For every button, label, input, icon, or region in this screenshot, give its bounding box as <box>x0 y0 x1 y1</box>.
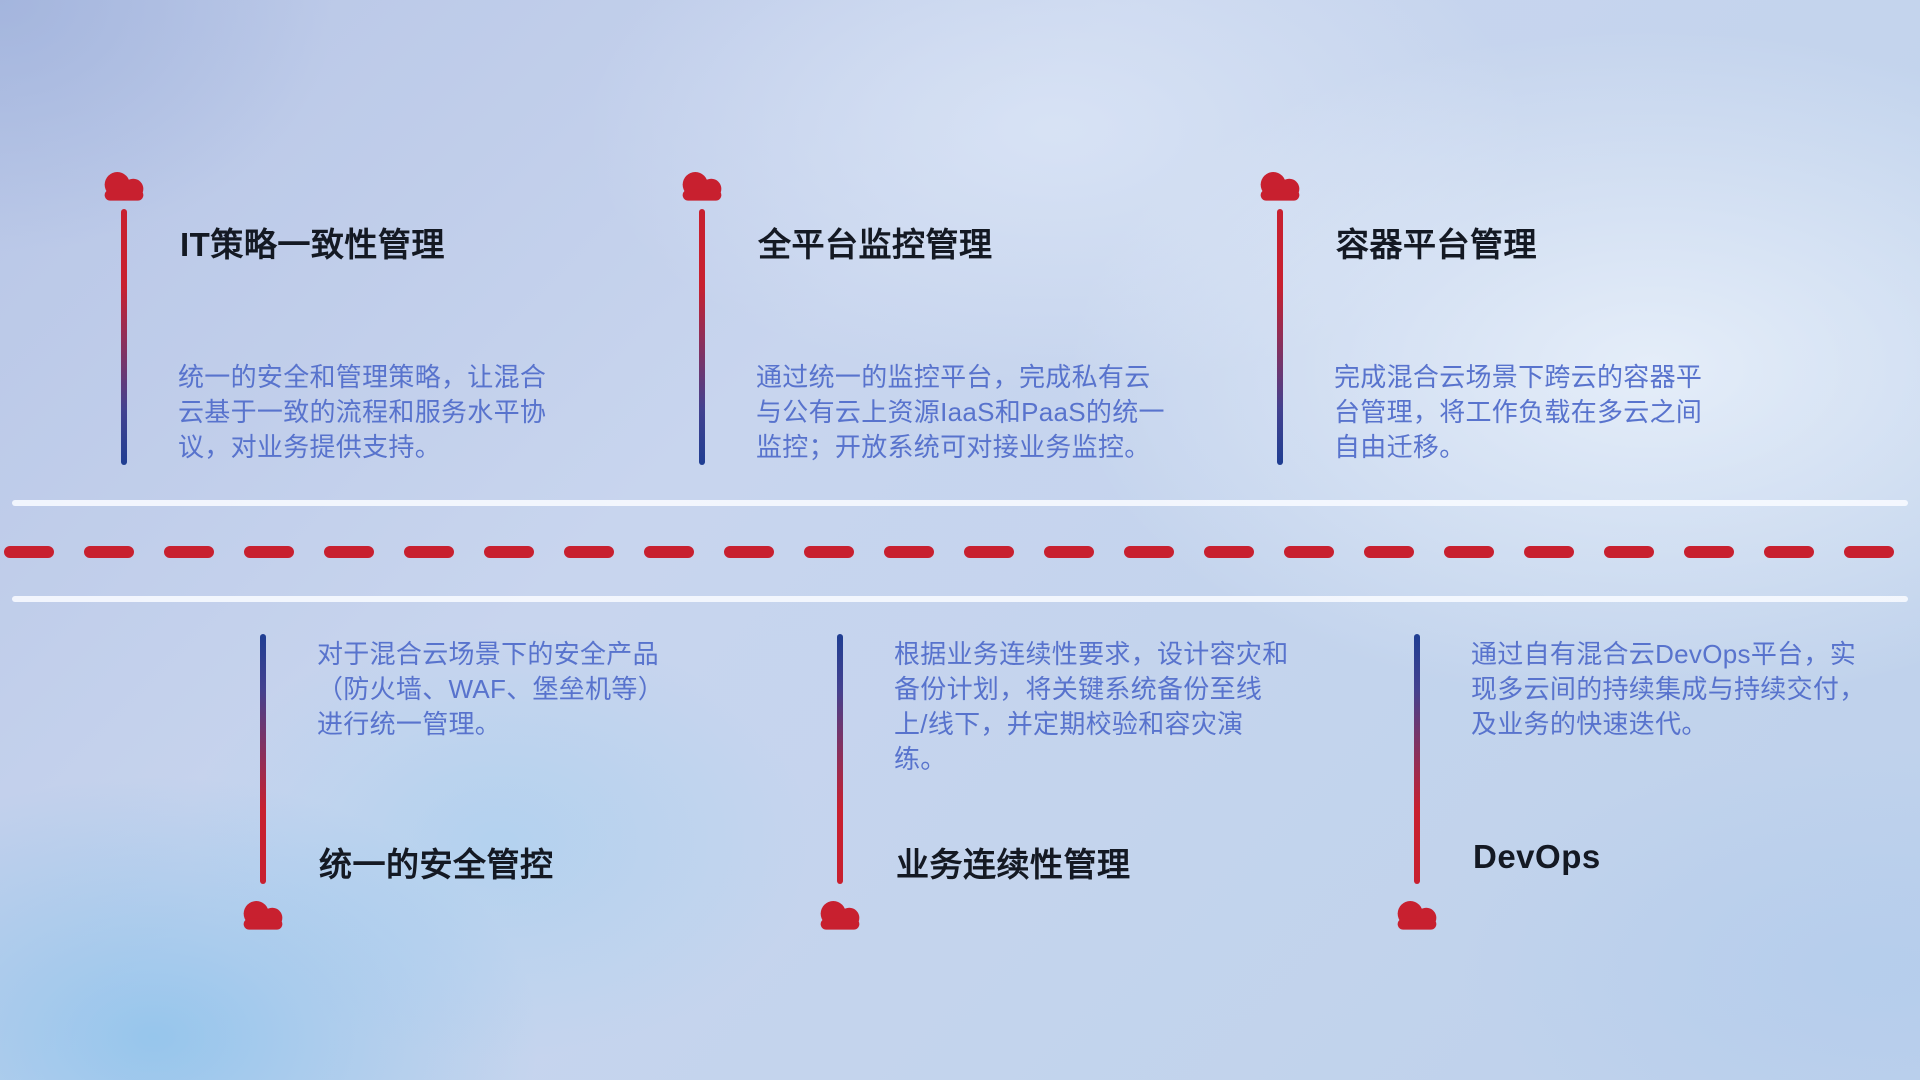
feature-description: 完成混合云场景下跨云的容器平台管理，将工作负载在多云之间自由迁移。 <box>1334 362 1703 462</box>
cloud-icon <box>236 896 290 933</box>
feature-description: 对于混合云场景下的安全产品（防火墙、WAF、堡垒机等）进行统一管理。 <box>317 639 664 739</box>
feature-title: 全平台监控管理 <box>758 226 993 263</box>
feature-title: 业务连续性管理 <box>896 846 1131 883</box>
connector-line <box>1414 634 1420 884</box>
cloud-icon <box>813 896 867 933</box>
feature-title: DevOps <box>1473 838 1601 875</box>
divider-line-top <box>12 500 1908 506</box>
feature-description: 根据业务连续性要求，设计容灾和备份计划，将关键系统备份至线上/线下，并定期校验和… <box>894 639 1289 774</box>
feature-title: 容器平台管理 <box>1336 226 1537 263</box>
feature-description: 通过自有混合云DevOps平台，实现多云间的持续集成与持续交付，及业务的快速迭代… <box>1471 639 1866 739</box>
connector-line <box>699 209 705 465</box>
connector-line <box>121 209 127 465</box>
feature-description: 通过统一的监控平台，完成私有云与公有云上资源IaaS和PaaS的统一监控；开放系… <box>756 362 1165 462</box>
connector-line <box>260 634 266 884</box>
feature-title: IT策略一致性管理 <box>180 226 445 263</box>
cloud-icon <box>675 167 729 204</box>
divider-dashed-line <box>0 545 1920 558</box>
feature-title: 统一的安全管控 <box>319 846 554 883</box>
divider-line-bottom <box>12 596 1908 602</box>
cloud-icon <box>1253 167 1307 204</box>
connector-line <box>1277 209 1283 465</box>
connector-line <box>837 634 843 884</box>
cloud-icon <box>97 167 151 204</box>
feature-description: 统一的安全和管理策略，让混合云基于一致的流程和服务水平协议，对业务提供支持。 <box>178 362 547 462</box>
cloud-icon <box>1390 896 1444 933</box>
